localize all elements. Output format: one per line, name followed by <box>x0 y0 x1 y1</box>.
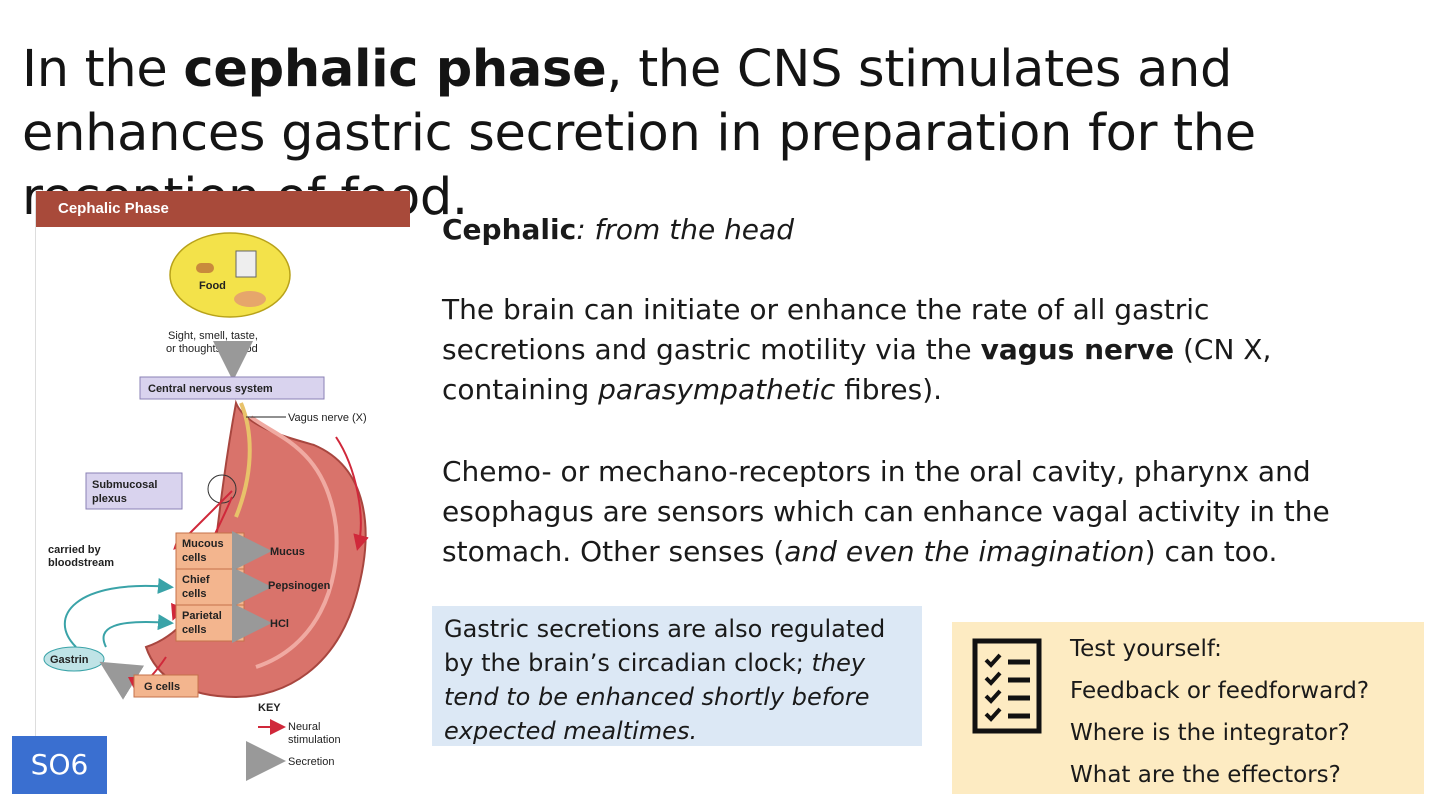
checklist-icon <box>972 638 1042 734</box>
gastrin-ellipse <box>43 646 105 672</box>
circadian-italic: they tend to be enhanced shortly before … <box>444 649 870 745</box>
paragraph-receptors: Chemo- or mechano-receptors in the oral … <box>442 452 1402 572</box>
p3-italic: and even the imagination <box>784 535 1145 568</box>
plexus-circle <box>207 474 237 504</box>
key-label: KEY <box>258 702 281 714</box>
submucosal-line2: plexus <box>92 493 127 505</box>
senses-line1: Sight, smell, taste, <box>168 330 258 342</box>
mucous-line1: Mucous <box>182 538 224 550</box>
test-yourself-box: Test yourself: Feedback or feedforward? … <box>952 622 1424 794</box>
drink-icon <box>235 250 257 278</box>
chief-line2: cells <box>182 588 206 600</box>
mucus-label: Mucus <box>270 546 305 558</box>
blood-arrow-1 <box>64 578 174 648</box>
cephalic-diagram: Food Sight, smell, taste, or thoughts of… <box>43 232 369 781</box>
submucosal-box <box>85 472 183 510</box>
cephalic-definition: Cephalic: from the head <box>442 210 794 250</box>
parietal-line1: Parietal <box>182 610 222 622</box>
gastrin-secretion-arrow <box>99 661 145 700</box>
carried-line2: bloodstream <box>48 557 114 569</box>
hcl-label: HCl <box>270 618 289 630</box>
key-neural-line2: stimulation <box>288 734 341 746</box>
mucous-line2: cells <box>182 552 206 564</box>
cephalic-term: Cephalic <box>442 213 577 246</box>
p3-t2: ) can too. <box>1144 535 1278 568</box>
drumstick-icon <box>234 291 266 307</box>
pepsinogen-label: Pepsinogen <box>268 580 331 592</box>
test-question-2: Where is the integrator? <box>1070 720 1350 746</box>
p2-italic: parasympathetic <box>598 373 836 406</box>
test-heading: Test yourself: <box>1070 636 1222 662</box>
cns-label: Central nervous system <box>148 383 273 395</box>
chief-line1: Chief <box>182 574 210 586</box>
blood-arrow-2 <box>102 614 174 648</box>
gcells-box <box>133 674 199 698</box>
carried-line1: carried by <box>48 544 101 556</box>
p3-t1: Chemo- or mechano-receptors in the oral … <box>442 455 1330 568</box>
so6-badge: SO6 <box>12 736 107 794</box>
test-question-1: Feedback or feedforward? <box>1070 678 1370 704</box>
circadian-text: Gastric secretions are also regulated by… <box>444 615 886 677</box>
food-label: Food <box>199 280 226 292</box>
gastrin-label: Gastrin <box>50 654 89 666</box>
key-secretion-label: Secretion <box>288 756 334 768</box>
vagus-label: Vagus nerve (X) <box>288 412 367 424</box>
key-neural-line1: Neural <box>288 721 320 733</box>
title-pre: In the <box>22 40 184 99</box>
p2-t3: fibres). <box>835 373 943 406</box>
parietal-line2: cells <box>182 624 206 636</box>
figure-header: Cephalic Phase <box>36 191 410 227</box>
paragraph-brain: The brain can initiate or enhance the ra… <box>442 290 1342 410</box>
title-bold: cephalic phase <box>183 40 607 99</box>
p2-t2: (CN X, containing <box>442 333 1272 406</box>
p2-t1: The brain can initiate or enhance the ra… <box>442 293 1210 366</box>
food-ellipse <box>169 232 291 318</box>
burger-icon <box>196 263 214 273</box>
cns-box <box>139 376 325 400</box>
vagus-nerve <box>234 402 252 518</box>
test-question-3: What are the effectors? <box>1070 762 1341 788</box>
stomach-folds <box>249 415 339 669</box>
gcells-label: G cells <box>144 681 180 693</box>
submucosal-line1: Submucosal <box>92 479 157 491</box>
cephalic-meaning: : from the head <box>576 213 794 246</box>
test-questions: Test yourself: Feedback or feedforward? … <box>1070 628 1369 796</box>
neural-arrow-right <box>335 436 369 551</box>
circadian-note: Gastric secretions are also regulated by… <box>432 606 922 746</box>
cephalic-phase-figure: Cephalic Phase Food Sight, smell, taste,… <box>35 191 410 791</box>
senses-line2: or thoughts of food <box>166 343 258 355</box>
p2-bold: vagus nerve <box>980 333 1175 366</box>
